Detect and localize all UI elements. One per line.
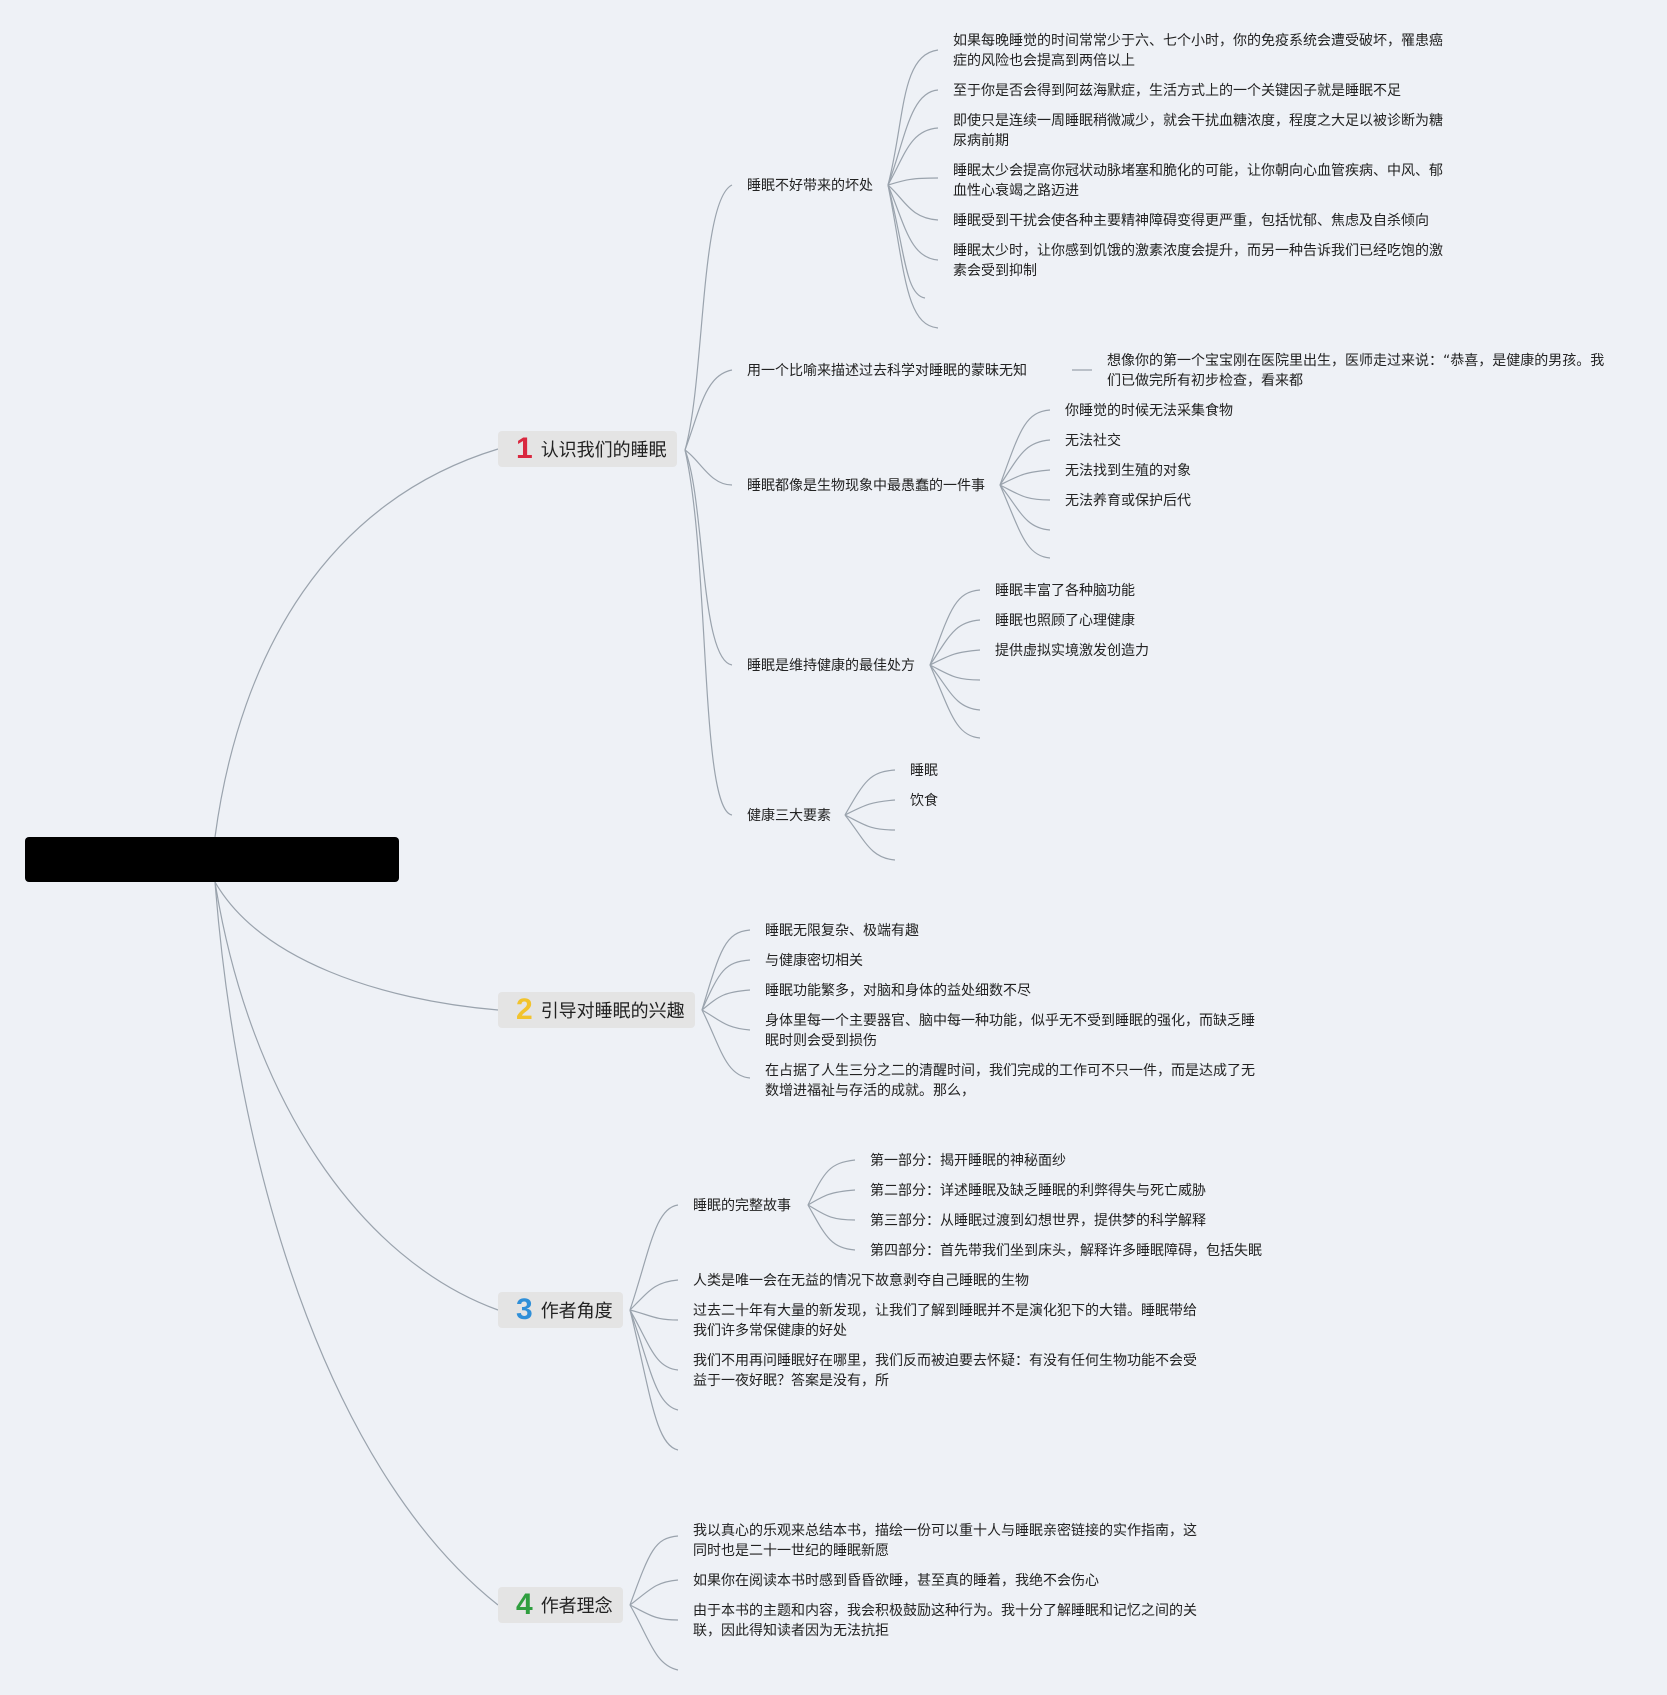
b1-c1-label[interactable]: 睡眠不好带来的坏处 bbox=[747, 178, 873, 194]
branch-2-label: 引导对睡眠的兴趣 bbox=[540, 1001, 685, 1022]
b2-item-2[interactable]: 与健康密切相关 bbox=[765, 953, 863, 969]
branch-4-label: 作者理念 bbox=[540, 1596, 613, 1617]
b2-item-1[interactable]: 睡眠无限复杂、极端有趣 bbox=[765, 923, 919, 939]
b3-item-3[interactable]: 我们不用再问睡眠好在哪里，我们反而被迫要去怀疑：有没有任何生物功能不会受益于一夜… bbox=[693, 1353, 1197, 1389]
b1-c2-item-1[interactable]: 想像你的第一个宝宝刚在医院里出生，医师走过来说：“恭喜，是健康的男孩。我们已做完… bbox=[1107, 353, 1605, 389]
b3-c1-item-3[interactable]: 第三部分：从睡眠过渡到幻想世界，提供梦的科学解释 bbox=[870, 1213, 1206, 1229]
b1-c1-item-6[interactable]: 睡眠太少时，让你感到饥饿的激素浓度会提升，而另一种告诉我们已经吃饱的激素会受到抑… bbox=[953, 243, 1443, 279]
b4-item-3[interactable]: 由于本书的主题和内容，我会积极鼓励这种行为。我十分了解睡眠和记忆之间的关联，因此… bbox=[693, 1603, 1197, 1639]
b1-c5-item-1[interactable]: 睡眠 bbox=[910, 763, 938, 779]
b3-c1-label[interactable]: 睡眠的完整故事 bbox=[693, 1198, 791, 1214]
b1-c3-item-2[interactable]: 无法社交 bbox=[1065, 433, 1121, 449]
b1-c3-item-1[interactable]: 你睡觉的时候无法采集食物 bbox=[1065, 403, 1233, 419]
b2-item-4[interactable]: 身体里每一个主要器官、脑中每一种功能，似乎无不受到睡眠的强化，而缺乏睡眠时则会受… bbox=[765, 1013, 1255, 1049]
b3-c1-item-4[interactable]: 第四部分：首先带我们坐到床头，解释许多睡眠障碍，包括失眠 bbox=[870, 1243, 1262, 1259]
b1-c3-item-3[interactable]: 无法找到生殖的对象 bbox=[1065, 463, 1191, 479]
b3-c1-item-2[interactable]: 第二部分：详述睡眠及缺乏睡眠的利弊得失与死亡威胁 bbox=[870, 1183, 1206, 1199]
b1-c1-item-3[interactable]: 即使只是连续一周睡眠稍微减少，就会干扰血糖浓度，程度之大足以被诊断为糖尿病前期 bbox=[953, 113, 1443, 149]
b2-item-3[interactable]: 睡眠功能繁多，对脑和身体的益处细数不尽 bbox=[765, 983, 1031, 999]
b1-c2-label[interactable]: 用一个比喻来描述过去科学对睡眠的蒙昧无知 bbox=[747, 363, 1027, 379]
b1-c4-item-2[interactable]: 睡眠也照顾了心理健康 bbox=[995, 613, 1135, 629]
b1-c1-item-4[interactable]: 睡眠太少会提高你冠状动脉堵塞和脆化的可能，让你朝向心血管疾病、中风、郁血性心衰竭… bbox=[953, 163, 1443, 199]
branch-2-number: 2 bbox=[516, 993, 533, 1026]
edge-b1-c2 bbox=[684, 369, 733, 451]
b1-c1-item-5[interactable]: 睡眠受到干扰会使各种主要精神障碍变得更严重，包括忧郁、焦虑及自杀倾向 bbox=[953, 213, 1429, 229]
edge-root-b3 bbox=[214, 881, 499, 1311]
branch-1[interactable]: 1 认识我们的睡眠 bbox=[498, 431, 677, 467]
edge-b1-c3 bbox=[684, 449, 733, 486]
b1-c4-item-1[interactable]: 睡眠丰富了各种脑功能 bbox=[995, 583, 1135, 599]
branch-2[interactable]: 2 引导对睡眠的兴趣 bbox=[498, 992, 695, 1028]
edge-b1-c1 bbox=[684, 184, 733, 451]
edge-root-b1 bbox=[214, 448, 499, 838]
b2-item-5[interactable]: 在占据了人生三分之二的清醒时间，我们完成的工作可不只一件，而是达成了无数增进福祉… bbox=[765, 1063, 1255, 1099]
edge-root-b2 bbox=[214, 881, 499, 1011]
b1-c5-label[interactable]: 健康三大要素 bbox=[747, 808, 831, 824]
branch-1-number: 1 bbox=[516, 432, 533, 465]
b4-item-1[interactable]: 我以真心的乐观来总结本书，描绘一份可以重十人与睡眠亲密链接的实作指南，这同时也是… bbox=[693, 1523, 1197, 1559]
b3-c1-item-1[interactable]: 第一部分：揭开睡眠的神秘面纱 bbox=[870, 1153, 1066, 1169]
b3-item-1[interactable]: 人类是唯一会在无益的情况下故意剥夺自己睡眠的生物 bbox=[693, 1273, 1029, 1289]
branch-1-label: 认识我们的睡眠 bbox=[540, 440, 667, 461]
b3-item-2[interactable]: 过去二十年有大量的新发现，让我们了解到睡眠并不是演化犯下的大错。睡眠带给我们许多… bbox=[693, 1303, 1197, 1339]
b1-c5-item-2[interactable]: 饮食 bbox=[910, 793, 938, 809]
b1-c1-item-1[interactable]: 如果每晚睡觉的时间常常少于六、七个小时，你的免疫系统会遭受破坏，罹患癌症的风险也… bbox=[953, 33, 1443, 69]
b4-item-2[interactable]: 如果你在阅读本书时感到昏昏欲睡，甚至真的睡着，我绝不会伤心 bbox=[693, 1573, 1099, 1589]
root-node-redacted[interactable] bbox=[25, 837, 399, 882]
edge-b1-c5 bbox=[684, 449, 733, 816]
b1-c3-item-4[interactable]: 无法养育或保护后代 bbox=[1065, 493, 1191, 509]
b1-c3-label[interactable]: 睡眠都像是生物现象中最愚蠢的一件事 bbox=[747, 478, 985, 494]
branch-3[interactable]: 3 作者角度 bbox=[498, 1292, 623, 1328]
b1-c4-item-3[interactable]: 提供虚拟实境激发创造力 bbox=[995, 643, 1149, 659]
branch-3-number: 3 bbox=[516, 1293, 533, 1326]
b1-c1-item-2[interactable]: 至于你是否会得到阿兹海默症，生活方式上的一个关键因子就是睡眠不足 bbox=[953, 83, 1401, 99]
branch-4-number: 4 bbox=[516, 1588, 533, 1621]
edge-root-b4 bbox=[214, 881, 499, 1606]
b1-c4-label[interactable]: 睡眠是维持健康的最佳处方 bbox=[747, 658, 915, 674]
branch-3-label: 作者角度 bbox=[540, 1301, 613, 1322]
edge-b1-c4 bbox=[684, 449, 733, 666]
branch-4[interactable]: 4 作者理念 bbox=[498, 1587, 623, 1623]
